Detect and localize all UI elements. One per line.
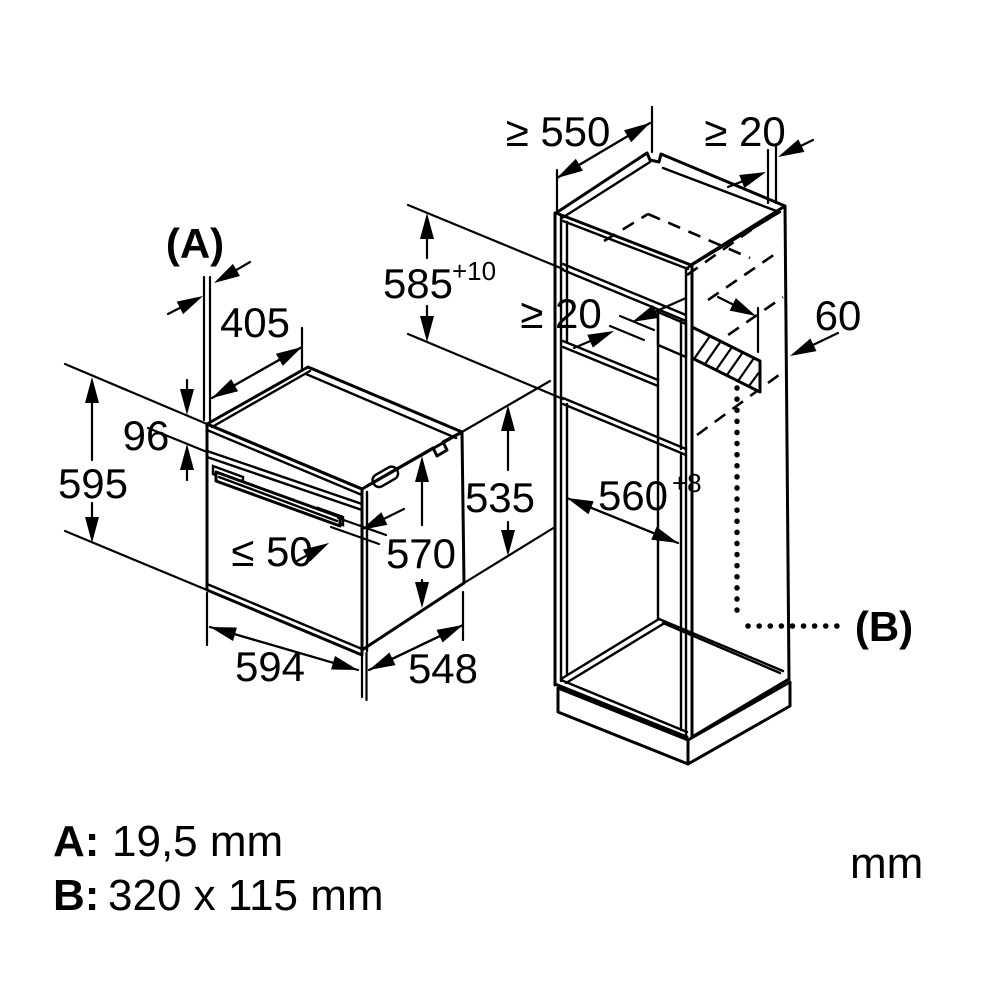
cabinet-plinth (556, 680, 792, 766)
dim-585-tolerance: +10 (452, 256, 496, 286)
dim-548-label: 548 (408, 645, 478, 692)
dim-560-label: 560 (598, 472, 668, 519)
unit-label: mm (850, 839, 923, 888)
dim-535-label: 535 (465, 474, 535, 521)
dim-405-label: 405 (220, 299, 290, 346)
dim-vent-gap-label: ≥ 20 (520, 290, 601, 337)
legend-b-key: B: (53, 871, 99, 920)
legend: A: 19,5 mm B: 320 x 115 mm mm (53, 817, 923, 920)
vent-cutout-hatched (690, 325, 762, 394)
dim-560-tolerance: +8 (672, 468, 702, 498)
dim-96-label: 96 (123, 412, 170, 459)
dim-min550-label: ≥ 550 (506, 108, 611, 155)
callout-a-label: (A) (166, 220, 224, 267)
dim-594-label: 594 (235, 643, 305, 690)
dimension-arrows (85, 121, 840, 672)
dim-570-label: 570 (386, 530, 456, 577)
legend-a-value: 19,5 mm (112, 817, 283, 866)
dim-585-label: 585 (383, 260, 453, 307)
cabinet-drawing (406, 105, 841, 766)
dim-60-label: 60 (815, 292, 862, 339)
dim-max50-label: ≤ 50 (231, 528, 312, 575)
dim-wall-gap-label: ≥ 20 (704, 108, 785, 155)
oven-handle (211, 464, 345, 528)
legend-a-key: A: (53, 817, 99, 866)
cabinet-floor (559, 617, 785, 685)
legend-b-value: 320 x 115 mm (108, 871, 384, 920)
shelf-back-gap (656, 310, 688, 359)
dim-a-lines (202, 275, 212, 422)
dim-595-label: 595 (58, 460, 128, 507)
side-grip-hole (371, 465, 400, 489)
callout-b-label: (B) (855, 603, 913, 650)
oven-side-panel (360, 430, 466, 652)
dimension-labels: (A) 405 96 595 ≤ 50 570 535 594 548 ≥ 55… (58, 108, 913, 692)
oven-drawing (63, 275, 557, 702)
